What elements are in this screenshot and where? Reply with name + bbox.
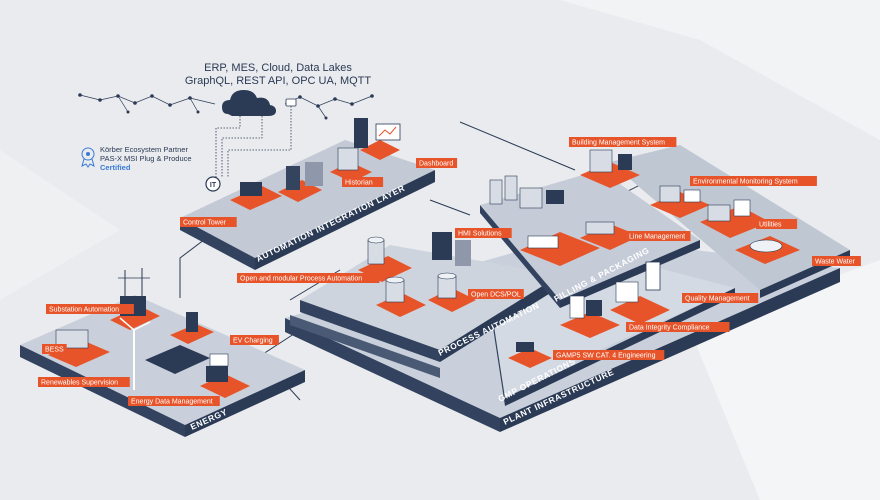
it-badge: IT [210,182,217,189]
label-tag-bg [128,396,220,406]
label-tag-bg [682,293,759,303]
cloud-icon [222,90,276,116]
label-tag-bg [468,289,524,299]
label-waste-water: Waste Water [815,258,856,265]
label-hmi: HMI Solutions [458,230,502,237]
label-tag-bg [756,219,798,229]
label-open-dcs: Open DCS/POL [471,291,521,298]
label-historian: Historian [345,179,373,186]
label-data-integrity: Data Integrity Compliance [629,324,710,331]
equipment-process [358,232,476,317]
label-substation: Substation Automation [49,306,119,313]
label-ev: EV Charging [233,337,273,344]
partner-line2: PAS-X MSI Plug & Produce [100,154,192,163]
label-energy-data: Energy Data Management [131,398,213,405]
label-tag-bg [569,137,677,147]
label-tag-bg [812,256,861,266]
equipment-gmp [508,261,670,368]
label-dashboard: Dashboard [419,160,453,167]
label-tag-bg [626,322,730,332]
label-quality: Quality Management [685,295,750,302]
label-tag-bg [46,304,134,314]
it-connection [215,106,292,178]
certified-badge-icon [81,147,95,168]
integration-header-line2: GraphQL, REST API, OPC UA, MQTT [185,75,372,87]
label-line-mgmt: Line Management [629,233,685,240]
label-tag-bg [42,344,67,354]
label-tag-bg [230,335,279,345]
label-control-tower: Control Tower [183,219,227,226]
server-icon [285,98,297,107]
equipment-energy [48,268,250,398]
partner-line1: Körber Ecosystem Partner [100,145,188,154]
label-tag-bg [690,176,817,186]
integration-header-line1: ERP, MES, Cloud, Data Lakes [204,62,352,74]
process-automation-platform [290,245,560,378]
label-tag-bg [416,158,458,168]
label-environmental: Environmental Monitoring System [693,178,798,185]
label-tag-bg [38,377,130,387]
label-tag-bg [626,231,691,241]
label-tag-bg [342,177,384,187]
label-utilities: Utilities [759,221,782,228]
label-renewables: Renewables Supervision [41,379,118,386]
label-tag-bg [237,273,380,283]
equipment-utilities [580,149,800,264]
background-facet [0,150,120,300]
label-bess: BESS [45,346,64,353]
it-badge-icon [205,176,221,192]
background-facet [560,0,880,140]
network-graph [79,94,373,119]
label-tag-bg [180,217,237,227]
label-building: Building Management System [572,139,665,146]
label-gamp: GAMP5 SW CAT. 4 Engineering [556,352,656,359]
equipment-filling [489,175,640,266]
partner-certified: Certified [100,163,131,172]
label-tag-bg [553,350,665,360]
label-open-modular: Open and modular Process Automation [240,275,362,282]
automation-integration-platform [180,140,435,270]
network-nodes [78,93,374,120]
label-tag-bg [455,228,512,238]
